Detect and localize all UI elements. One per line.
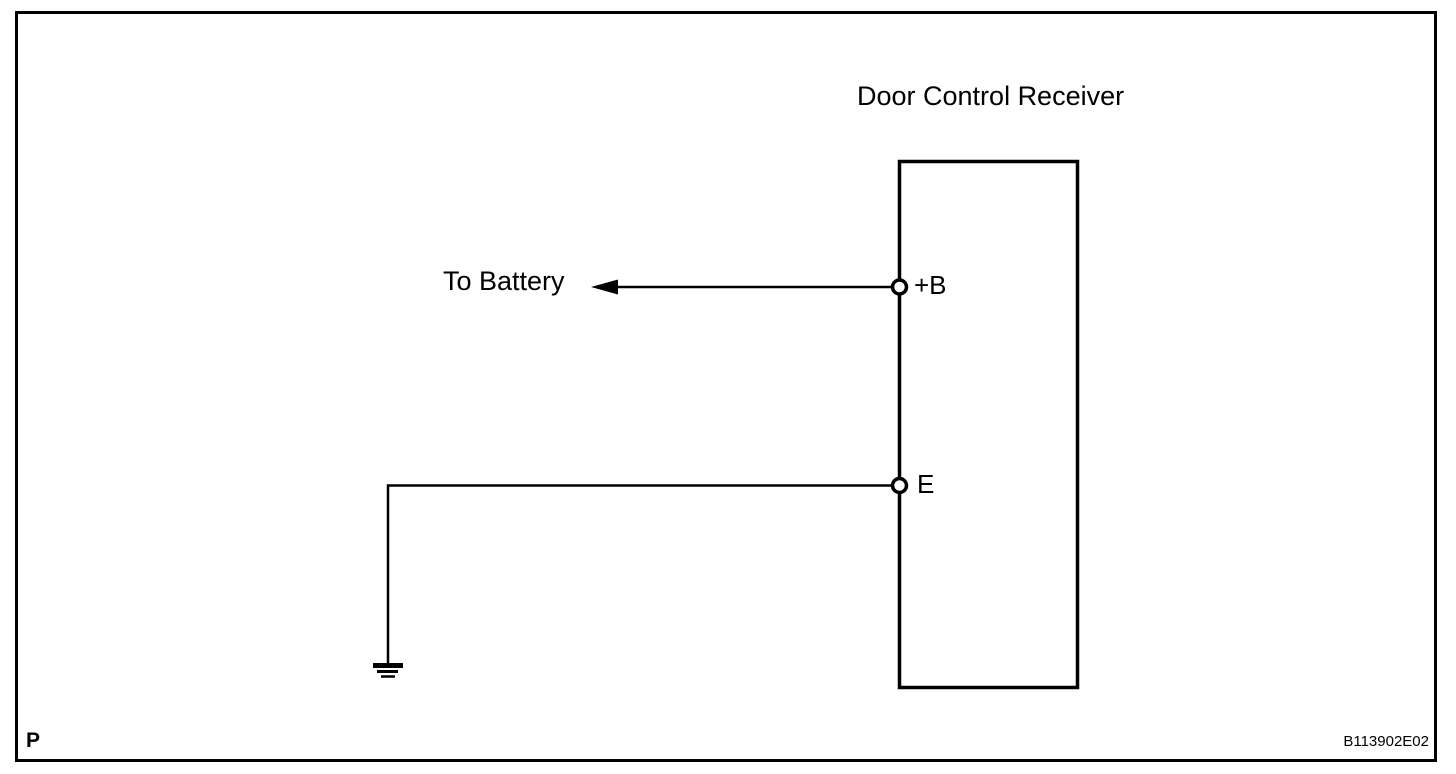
ground-icon [373, 663, 403, 678]
terminal-label-b: +B [914, 270, 947, 300]
terminal-e-circle [890, 476, 909, 495]
to-battery-label: To Battery [443, 266, 565, 296]
terminal-label-e: E [917, 469, 935, 499]
ground-wire [386, 484, 891, 663]
receiver-box [897, 159, 1080, 690]
component-title: Door Control Receiver [857, 81, 1125, 111]
terminal-b-circle [890, 278, 909, 296]
page-marker: P [26, 729, 41, 752]
arrow-left-icon [591, 279, 618, 295]
figure-code: B113902E02 [1343, 733, 1429, 750]
outer-border [15, 11, 1437, 762]
